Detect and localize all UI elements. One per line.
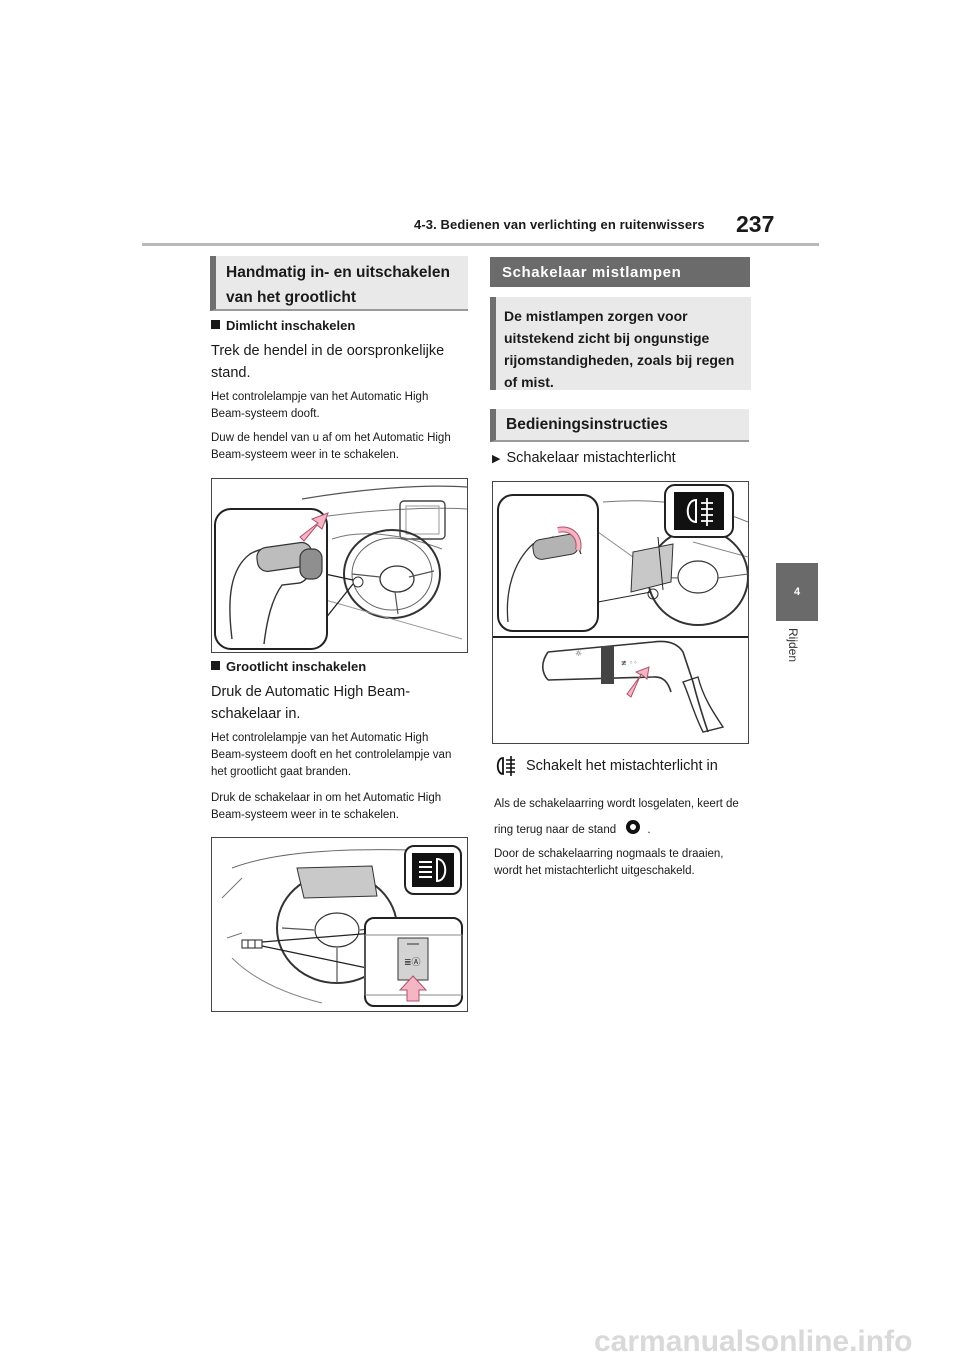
rear-fog-caption-text: Schakelt het mistachterlicht in — [526, 758, 718, 774]
high-note-1: Het controlelampje van het Automatic Hig… — [211, 732, 452, 778]
page-number: 237 — [736, 211, 775, 237]
fog-note-1-end: . — [647, 824, 651, 836]
section-bar-fog-lights: Schakelaar mistlampen — [490, 257, 750, 287]
watermark: carmanualsonline.info — [594, 1325, 913, 1358]
figure-fog-switch: ☼ ≢ ◦◦ — [492, 481, 749, 744]
triangle-bullet-icon: ▶ — [492, 453, 501, 465]
figure-auto-high-beam-switch: ≣Ⓐ — [211, 837, 468, 1012]
fog-note-1: Als de schakelaarring wordt losgelaten, … — [494, 791, 749, 843]
figure-lever-pull — [211, 478, 468, 653]
svg-text:≢ ◦◦: ≢ ◦◦ — [621, 659, 637, 667]
dim-instruction: Trek de hendel in de oorspronkelijke sta… — [211, 343, 445, 381]
square-bullet-icon — [211, 661, 220, 670]
header-divider — [142, 243, 819, 246]
svg-text:☼: ☼ — [575, 649, 582, 658]
rear-fog-caption: Schakelt het mistachterlicht in — [494, 755, 718, 777]
high-heading: Grootlicht inschakelen — [211, 659, 366, 674]
chapter-header: 4-3. Bedienen van verlichting en ruitenw… — [414, 217, 705, 232]
section-header-manual-high-beam: Handmatig in- en uitschakelen van het gr… — [210, 256, 468, 311]
dim-heading: Dimlicht inschakelen — [211, 318, 355, 333]
square-bullet-icon — [211, 320, 220, 329]
fog-note-2: Door de schakelaarring nogmaals te draai… — [494, 848, 724, 877]
dim-heading-text: Dimlicht inschakelen — [226, 318, 356, 333]
off-position-icon — [626, 820, 641, 834]
fog-note-1-text: Als de schakelaarring wordt losgelaten, … — [494, 798, 739, 836]
svg-text:≣Ⓐ: ≣Ⓐ — [404, 957, 421, 968]
instructions-title: Bedieningsinstructies — [506, 416, 668, 433]
intro-box: De mistlampen zorgen voor uitstekend zic… — [490, 297, 751, 390]
intro-text: De mistlampen zorgen voor uitstekend zic… — [504, 308, 735, 390]
rear-fog-item-label: Schakelaar mistachterlicht — [506, 450, 676, 466]
chapter-tab: 4 — [776, 563, 818, 621]
dim-note-1: Het controlelampje van het Automatic Hig… — [211, 391, 429, 420]
section-header-instructions: Bedieningsinstructies — [490, 409, 749, 442]
rear-fog-light-icon — [496, 756, 515, 776]
section-title: Handmatig in- en uitschakelen van het gr… — [226, 264, 450, 306]
chapter-tab-label: Rijden — [786, 628, 800, 663]
high-instruction: Druk de Automatic High Beam-schakelaar i… — [211, 684, 411, 722]
high-heading-text: Grootlicht inschakelen — [226, 659, 367, 674]
dim-note-2: Duw de hendel van u af om het Automatic … — [211, 432, 451, 461]
high-note-2: Druk de schakelaar in om het Automatic H… — [211, 792, 442, 821]
rear-fog-item: ▶ Schakelaar mistachterlicht — [492, 447, 676, 470]
